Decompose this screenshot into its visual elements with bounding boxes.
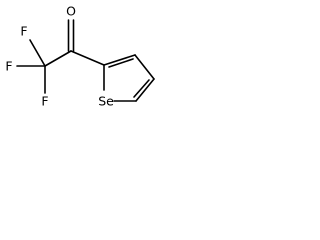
cf3-to-fluorine-top-bond (29, 39, 46, 67)
ring-c2-c3-bond (103, 54, 136, 66)
carbonyl-to-cf3-bond (44, 50, 72, 67)
oxygen-atom-label: O (66, 4, 76, 19)
selenium-atom-label: Se (98, 94, 114, 109)
ring-c3-c4-bond (134, 54, 155, 80)
ring-c4-c5-bond (135, 78, 155, 102)
ring-c2-c3-inner-bond (108, 58, 134, 68)
ring-c4-c5-inner-bond (133, 79, 150, 98)
fluorine-bottom-atom-label: F (41, 94, 48, 109)
fluorine-top-atom-label: F (20, 24, 27, 39)
carbonyl-to-ring-bond (70, 50, 105, 66)
chemical-structure-diagram: O F F F Se (5, 4, 155, 109)
fluorine-left-atom-label: F (5, 59, 12, 74)
